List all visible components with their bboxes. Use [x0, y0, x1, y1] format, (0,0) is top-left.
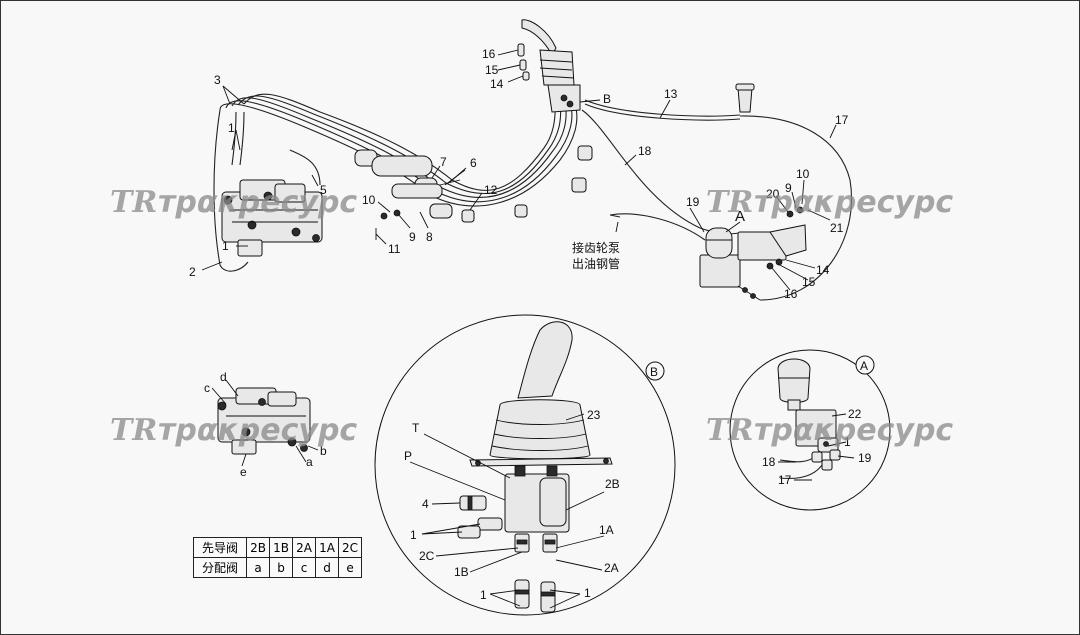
callout-13: 13 — [664, 87, 678, 101]
callout-10-right: 10 — [796, 167, 810, 181]
callout-17-detailA: 17 — [778, 473, 792, 487]
port-label-e: e — [240, 465, 247, 479]
callout-9-right: 9 — [785, 181, 792, 195]
watermarks: TR трακресурс TR трακресурс TR трακресур… — [110, 185, 953, 448]
port-1B: 1B — [454, 565, 469, 579]
table-cell: 1B — [269, 537, 293, 558]
port-label-c: c — [204, 381, 210, 395]
callout-14-right: 14 — [816, 263, 830, 277]
table-cell: 1A — [315, 537, 339, 558]
port-1A: 1A — [599, 523, 614, 537]
table-row: 先导阀 2B 1B 2A 1A 2C — [193, 537, 363, 558]
callout-19-detailA: 19 — [858, 451, 872, 465]
callout-12: 12 — [484, 183, 498, 197]
callout-4: 4 — [422, 497, 429, 511]
note-pump-line-2: 出油钢管 — [572, 256, 620, 271]
callout-1-lower: 1 — [222, 239, 229, 253]
callout-A: A — [735, 208, 745, 225]
callout-18: 18 — [638, 144, 652, 158]
callout-23: 23 — [587, 408, 601, 422]
callout-14: 14 — [490, 77, 504, 91]
port-T: T — [412, 421, 420, 435]
callout-7: 7 — [440, 155, 447, 169]
table-cell: 2C — [337, 537, 363, 558]
table-cell: e — [337, 557, 363, 578]
svg-text:TR: TR — [110, 413, 157, 448]
hose-clamp-bracket — [354, 145, 593, 240]
callout-20: 20 — [766, 187, 780, 201]
callout-6: 6 — [470, 156, 477, 170]
callout-1-detailB: 1 — [410, 528, 417, 542]
note-pump-line-1: 接齿轮泵 — [572, 240, 620, 255]
pilot-valve-joystick — [517, 19, 581, 113]
callout-17: 17 — [835, 113, 849, 127]
callout-1-top: 1 — [228, 121, 235, 135]
callout-3: 3 — [214, 73, 221, 87]
svg-text:TR: TR — [110, 185, 157, 220]
main-assembly — [213, 19, 852, 301]
table-cell: 2A — [292, 537, 316, 558]
callout-11: 11 — [388, 242, 401, 256]
callout-1-bottom-left: 1 — [480, 588, 487, 602]
port-P: P — [404, 449, 412, 463]
port-2A: 2A — [604, 561, 619, 575]
table-cell: c — [292, 557, 316, 578]
accumulator-assembly — [699, 206, 807, 301]
callout-18-detailA: 18 — [762, 455, 776, 469]
detail-B-tag: B — [650, 365, 658, 379]
callout-1-bottom-right: 1 — [584, 586, 591, 600]
detail-A: A 22 1 18 19 17 — [729, 349, 891, 511]
callout-8: 8 — [426, 230, 433, 244]
table-cell: b — [269, 557, 293, 578]
table-cell: 2B — [246, 537, 270, 558]
svg-text:трακресурс: трακресурс — [754, 413, 953, 448]
svg-text:трακресурс: трακресурс — [754, 185, 953, 220]
callout-16-right: 16 — [784, 287, 798, 301]
port-label-b: b — [320, 444, 327, 458]
callout-2: 2 — [189, 265, 196, 279]
callout-21: 21 — [830, 221, 844, 235]
main-callout-labels: 3 1 2 1 5 7 6 12 10 9 8 11 16 15 14 B 13… — [189, 47, 849, 301]
callout-15-right: 15 — [802, 275, 816, 289]
main-callouts — [201, 49, 837, 291]
row-header-pilot-valve: 先导阀 — [193, 537, 247, 558]
valve-port-view: c d a b e — [204, 370, 327, 479]
watermark-1: TR трακресурс — [110, 185, 357, 220]
svg-text:трακресурс: трακресурс — [158, 413, 357, 448]
callout-15: 15 — [485, 63, 499, 77]
callout-22: 22 — [848, 407, 862, 421]
callout-5: 5 — [320, 183, 327, 197]
port-2C: 2C — [419, 549, 435, 563]
callout-1-detailA: 1 — [844, 435, 851, 449]
port-2B: 2B — [605, 477, 620, 491]
table-cell: a — [246, 557, 270, 578]
distribution-valve — [221, 179, 323, 257]
table-cell: d — [315, 557, 339, 578]
callout-10: 10 — [362, 193, 376, 207]
detail-A-tag: A — [860, 359, 868, 373]
watermark-4: TR трακресурс — [706, 413, 953, 448]
callout-B: B — [603, 92, 611, 106]
svg-text:TR: TR — [706, 413, 753, 448]
watermark-3: TR трακресурс — [110, 413, 357, 448]
row-header-distribution-valve: 分配阀 — [193, 557, 247, 578]
detail-B: B — [374, 314, 676, 616]
callout-16: 16 — [482, 47, 496, 61]
svg-text:трακресурс: трακресурс — [158, 185, 357, 220]
svg-text:TR: TR — [706, 185, 753, 220]
callout-19: 19 — [686, 195, 700, 209]
port-label-d: d — [220, 370, 227, 384]
table-row: 分配阀 a b c d e — [193, 557, 363, 578]
callout-9: 9 — [409, 230, 416, 244]
watermark-2: TR трακресурс — [706, 185, 953, 220]
valve-port-mapping-table: 先导阀 2B 1B 2A 1A 2C 分配阀 a b c d e — [193, 537, 363, 578]
port-label-a: a — [306, 455, 313, 469]
